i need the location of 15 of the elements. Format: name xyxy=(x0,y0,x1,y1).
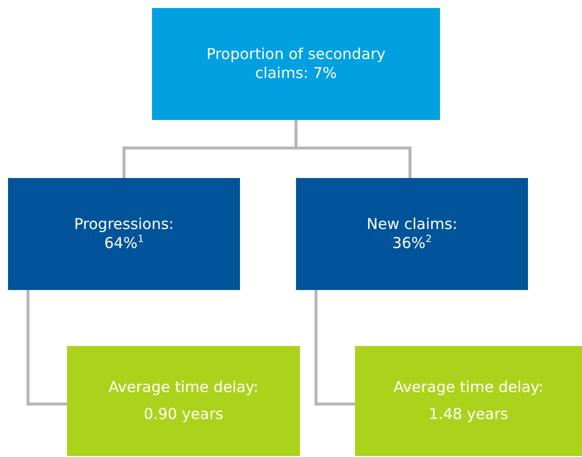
box-text: Average time delay: xyxy=(108,378,258,397)
connector-line xyxy=(294,120,412,178)
result-box xyxy=(67,346,300,456)
connector-line xyxy=(26,290,67,406)
box-text: Progressions: 64%$^{1}$ xyxy=(73,214,175,254)
box-text: 0.90 years xyxy=(144,405,224,424)
box-text: 1.48 years xyxy=(428,405,508,424)
box-text: Average time delay: xyxy=(394,378,544,397)
result-box xyxy=(355,346,582,456)
box-text: New claims: 36%$^{2}$ xyxy=(366,214,458,254)
box-text: Proportion of secondary claims: 7% xyxy=(205,44,387,84)
category-box xyxy=(152,8,440,120)
category-box xyxy=(8,178,240,290)
connector-line xyxy=(314,290,355,406)
category-box xyxy=(296,178,528,290)
